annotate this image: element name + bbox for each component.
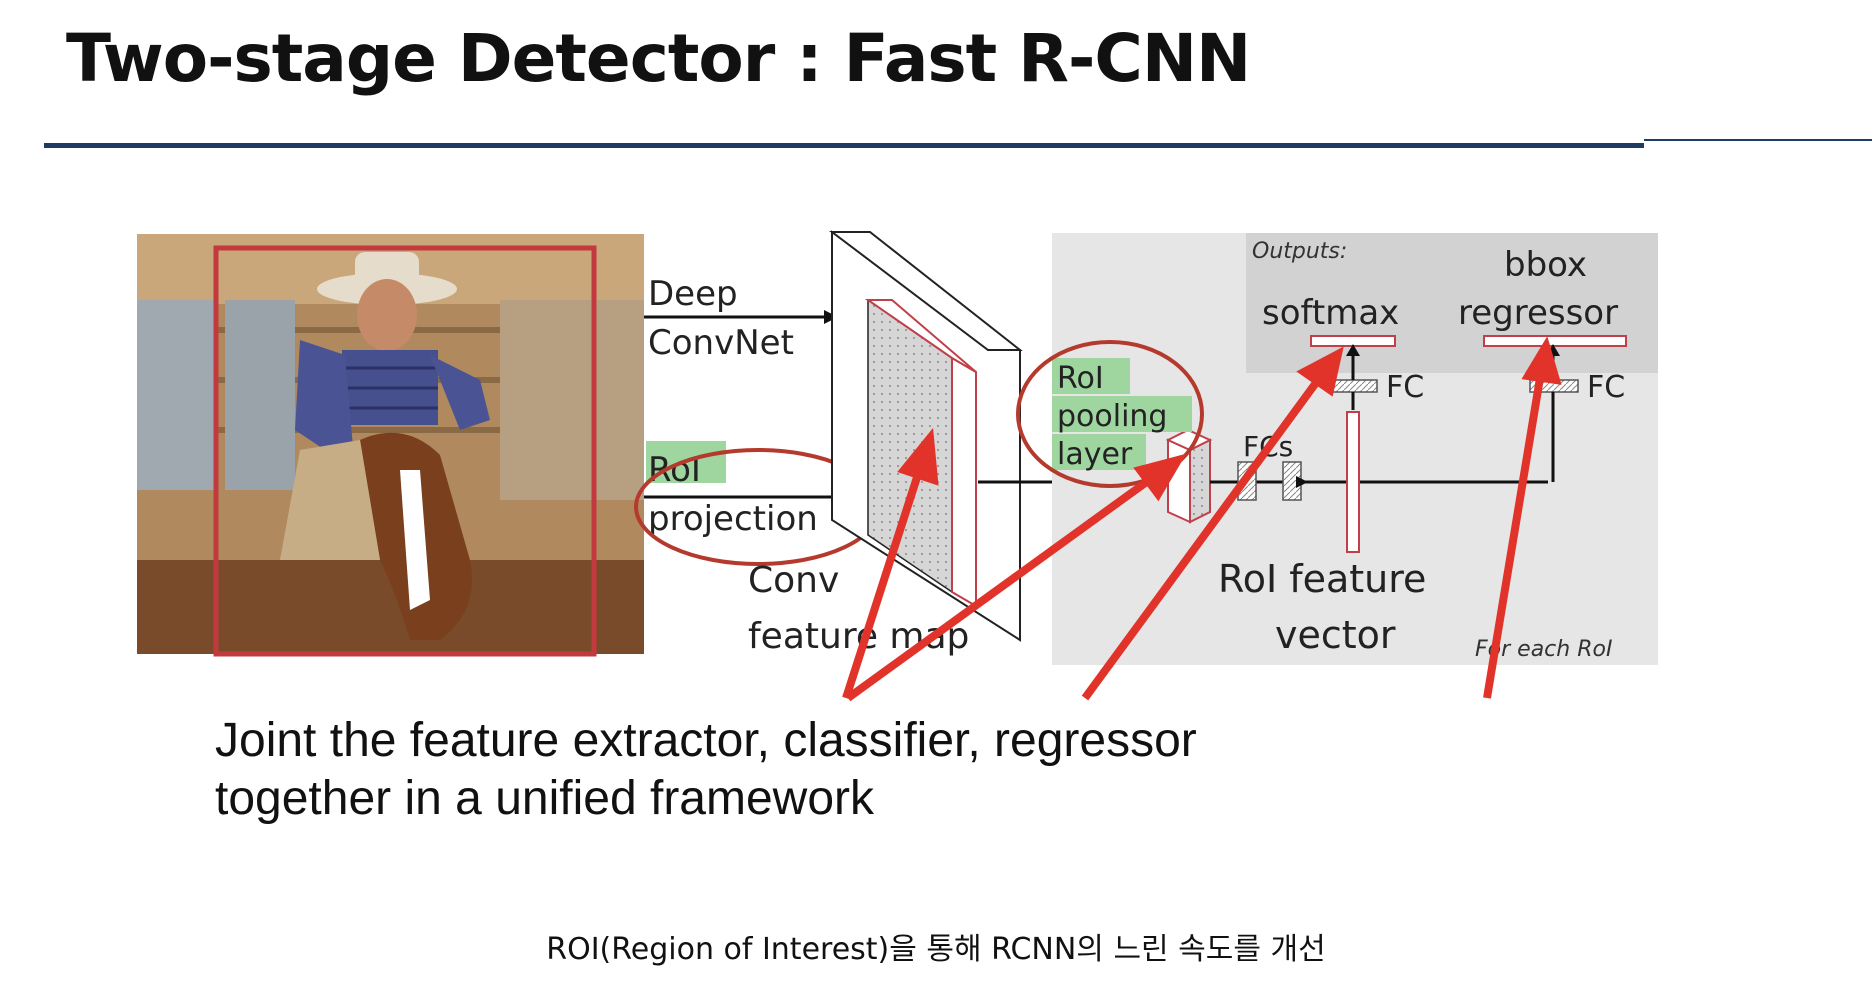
roi-feature-vector-label-line1: RoI feature [1218,557,1426,601]
slide-title: Two-stage Detector : Fast R-CNN [66,20,1251,97]
slide-caption: ROI(Region of Interest)을 통해 RCNN의 느린 속도를… [546,932,1326,967]
fc-label-left: FC [1386,370,1424,405]
roi-feature-vector-label-line2: vector [1275,613,1396,657]
outputs-label: Outputs: [1252,239,1347,264]
roi-pooling-label-line1: RoI [1057,361,1104,396]
roi-pooling-label-line3: layer [1057,437,1133,472]
bbox-label: bbox [1504,245,1587,285]
annotation-arrows [842,336,1562,702]
deep-convnet-label-line1: Deep [648,274,738,314]
title-divider [44,143,1644,148]
roi-pooling-highlight-1 [1052,358,1130,394]
roi-feature-vector-bar [1346,411,1360,553]
bbox-output-bar [1483,335,1627,347]
roi-pooling-highlight-2 [1052,396,1192,432]
conv-feature-map-block [829,230,1023,642]
roi-projection-label-line1: RoI [648,450,701,490]
roi-projection-label-line2: projection [648,499,818,539]
fc-label-right: FC [1587,370,1625,405]
deep-convnet-label-line2: ConvNet [648,323,794,363]
roi-pooling-highlight-3 [1052,434,1146,470]
summary-line-1: Joint the feature extractor, classifier,… [215,714,1197,767]
title-divider-tail [1644,139,1872,141]
summary-line-2: together in a unified framework [215,772,875,825]
fc-block-left [1328,379,1378,393]
softmax-label: softmax [1262,293,1399,333]
roi-pooled-block [1165,428,1213,524]
roi-pooling-label-line2: pooling [1057,399,1167,434]
outputs-panel [1246,233,1658,373]
input-image [137,234,644,657]
regressor-label: regressor [1458,293,1618,333]
conv-feature-map-label-line1: Conv [748,560,839,601]
roi-pooling-circle [1016,340,1204,488]
